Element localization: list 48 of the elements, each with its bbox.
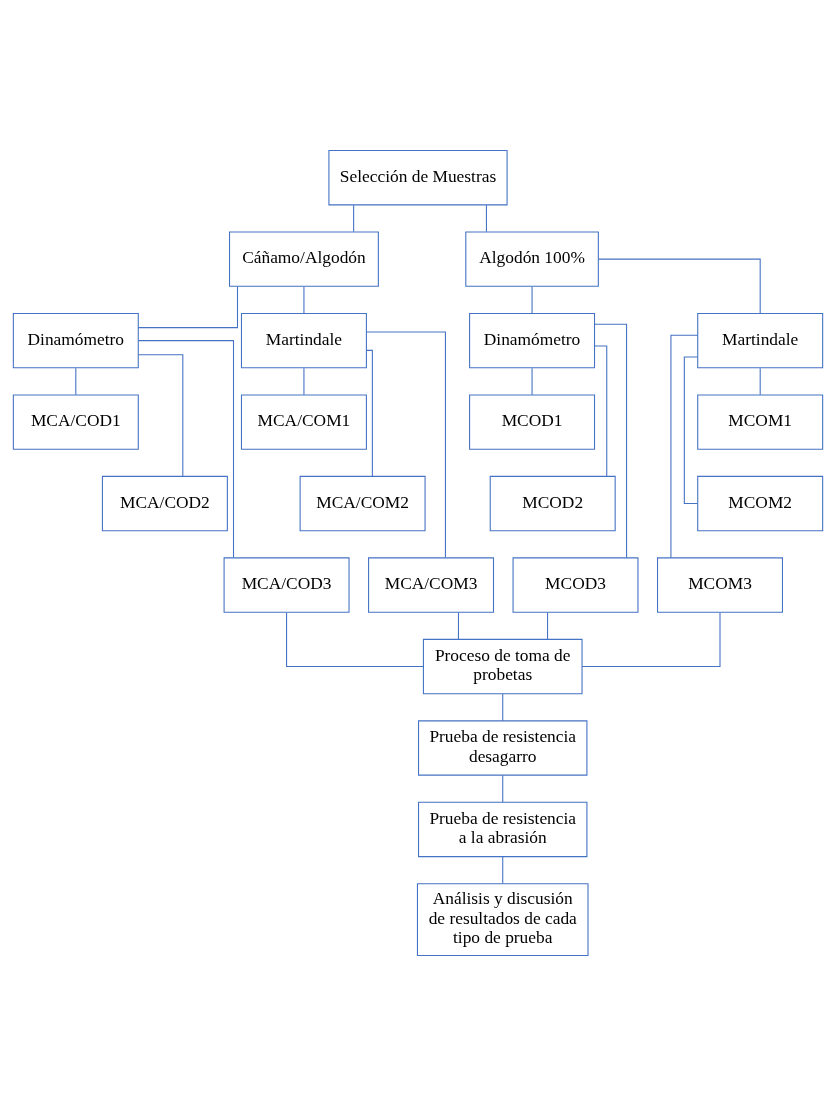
node-box: Análisis y discusión de resultados de cada tipo de prueba (416, 883, 589, 957)
node-box: MCA/COM1 (240, 394, 367, 450)
node-box: Algodón 100% (464, 231, 599, 287)
connector (457, 612, 459, 640)
node-box: Proceso de toma de probetas (422, 638, 583, 695)
node-box: MCOM1 (696, 394, 823, 450)
node-box: MCA/COD2 (101, 475, 228, 532)
node-box: Prueba de resistencia a la abrasión (417, 801, 587, 858)
connector (581, 612, 721, 668)
node-box: Martindale (240, 312, 367, 369)
connector (352, 204, 354, 233)
connector (137, 354, 183, 477)
node-box: MCOM2 (696, 475, 823, 532)
node-box: Dinamómetro (468, 312, 595, 369)
connector (137, 286, 238, 329)
node-box: MCA/COD1 (12, 394, 139, 450)
connector (593, 345, 607, 477)
connector (501, 856, 503, 885)
node-box: Cáñamo/Algodón (228, 231, 379, 287)
connector (501, 775, 503, 803)
node-box: MCOD3 (512, 557, 639, 613)
connector (365, 331, 446, 559)
node-box: MCOD2 (489, 475, 616, 532)
connector (683, 356, 698, 505)
node-box: MCOD1 (468, 394, 595, 450)
connector (74, 367, 76, 396)
connector (669, 334, 698, 559)
connector (531, 367, 533, 396)
connector (485, 204, 487, 233)
connector (593, 323, 627, 559)
connector (546, 612, 548, 640)
connector (365, 349, 373, 477)
connector (302, 286, 304, 314)
connector (531, 286, 533, 314)
connector (501, 693, 503, 722)
connector (137, 340, 234, 559)
connector (759, 367, 761, 396)
node-box: Prueba de resistencia desagarro (417, 720, 587, 776)
node-box: MCA/COM2 (299, 475, 426, 532)
node-box: Dinamómetro (12, 312, 139, 369)
node-box: Martindale (696, 312, 823, 369)
connector (285, 612, 424, 668)
node-box: MCA/COD3 (223, 557, 350, 613)
node-box: MCA/COM3 (367, 557, 494, 613)
connector (597, 258, 761, 314)
node-box: Selección de Muestras (327, 149, 508, 206)
connector (302, 367, 304, 396)
node-box: MCOM3 (656, 557, 783, 613)
